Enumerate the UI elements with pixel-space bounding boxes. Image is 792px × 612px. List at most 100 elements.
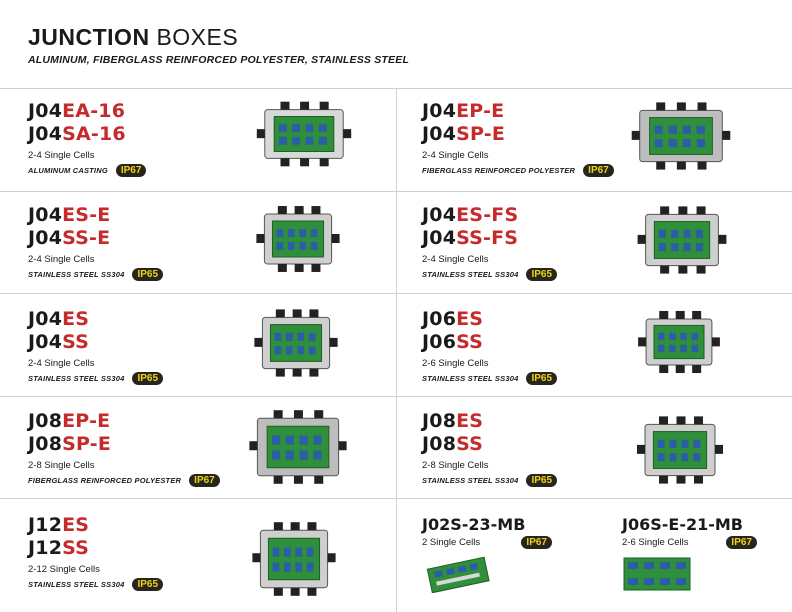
model-suffix: SS-E [62,227,111,249]
rating-badge: IP67 [521,536,552,549]
material-label: STAINLESS STEEL SS304 [422,270,519,279]
rating-badge: IP65 [526,268,558,281]
board-model: J02S-23-MB [422,515,526,534]
model-prefix: J04 [28,204,63,226]
model-prefix: J06 [422,331,457,353]
divider [396,88,397,612]
model-suffix: EP-E [456,100,505,122]
rating-badge: IP65 [526,372,558,385]
cells-count: 2-4 Single Cells [422,150,489,161]
model-prefix: J12 [28,537,63,559]
model-line-1: J08ES [422,410,557,433]
stainless-junction-box-icon [250,200,346,283]
model-prefix: J06 [422,308,457,330]
fiberglass-junction-box-icon [622,96,740,181]
title-bold: JUNCTION [28,24,150,50]
model-line-1: J04ES-E [28,204,163,227]
summing-board-icon [623,557,691,591]
board-card[interactable]: J02S-23-MB 2 Single Cells IP67 [422,515,552,549]
model-line-2: J08SS [422,433,557,456]
cells-count: 2-8 Single Cells [28,460,95,471]
model-suffix: SS-FS [456,227,519,249]
model-suffix: SS [62,331,90,353]
board-card[interactable]: J06S-E-21-MB 2-6 Single Cells IP67 [622,515,757,549]
stainless-junction-box-icon [248,303,344,388]
material-label: STAINLESS STEEL SS304 [28,374,125,383]
rating-badge: IP67 [115,164,147,177]
rating-badge: IP65 [132,372,164,385]
fiberglass-junction-box-icon [240,402,356,497]
model-line-1: J04EP-E [422,100,614,123]
model-line-2: J04SS-FS [422,227,557,250]
material-label: ALUMINUM CASTING [28,166,108,175]
page-subtitle: ALUMINUM, FIBERGLASS REINFORCED POLYESTE… [28,54,410,66]
rating-badge: IP65 [526,474,558,487]
page-title: JUNCTION BOXES [28,24,238,51]
model-suffix: SS [62,537,90,559]
model-suffix: ES [456,410,484,432]
model-suffix: SP-E [62,433,112,455]
cells-count: 2-4 Single Cells [28,254,95,265]
model-prefix: J04 [422,204,457,226]
model-suffix: SS [456,433,484,455]
board-cells: 2-6 Single Cells [622,537,689,548]
rating-badge: IP67 [726,536,757,549]
model-prefix: J04 [28,227,63,249]
model-suffix: SS [456,331,484,353]
board-cells: 2 Single Cells [422,537,481,548]
material-label: FIBERGLASS REINFORCED POLYESTER [28,476,182,485]
model-line-1: J08EP-E [28,410,220,433]
cells-count: 2-12 Single Cells [28,564,100,575]
stainless-junction-box-icon [246,514,342,609]
model-suffix: ES [62,308,90,330]
material-label: STAINLESS STEEL SS304 [28,580,125,589]
model-suffix: EP-E [62,410,111,432]
model-line-2: J04SS [28,331,163,354]
stainless-junction-box-icon [630,200,734,285]
rating-badge: IP67 [583,164,614,177]
model-prefix: J04 [28,100,63,122]
cells-count: 2-8 Single Cells [422,460,489,471]
model-line-2: J04SS-E [28,227,163,250]
model-line-1: J12ES [28,514,163,537]
model-line-2: J12SS [28,537,163,560]
model-prefix: J04 [422,227,457,249]
model-line-2: J08SP-E [28,433,220,456]
model-line-1: J04ES-FS [422,204,557,227]
cells-count: 2-4 Single Cells [28,150,95,161]
rating-badge: IP65 [132,578,164,591]
model-line-2: J04SA-16 [28,123,146,146]
material-label: STAINLESS STEEL SS304 [28,270,125,279]
model-suffix: SA-16 [62,123,126,145]
model-line-1: J04ES [28,308,163,331]
material-label: FIBERGLASS REINFORCED POLYESTER [422,166,576,175]
rating-badge: IP65 [132,268,164,281]
model-line-2: J04SP-E [422,123,614,146]
title-light: BOXES [156,24,239,50]
model-prefix: J12 [28,514,63,536]
cells-count: 2-6 Single Cells [422,358,489,369]
model-prefix: J08 [422,433,457,455]
board-model: J06S-E-21-MB [622,515,743,534]
model-suffix: ES [62,514,90,536]
model-prefix: J08 [422,410,457,432]
material-label: STAINLESS STEEL SS304 [422,374,519,383]
rating-badge: IP67 [189,474,220,487]
model-prefix: J04 [422,123,457,145]
model-prefix: J04 [28,331,63,353]
model-prefix: J08 [28,433,63,455]
model-line-1: J04EA-16 [28,100,146,123]
model-suffix: ES-FS [456,204,519,226]
model-prefix: J08 [28,410,63,432]
cells-count: 2-4 Single Cells [28,358,95,369]
model-prefix: J04 [422,100,457,122]
